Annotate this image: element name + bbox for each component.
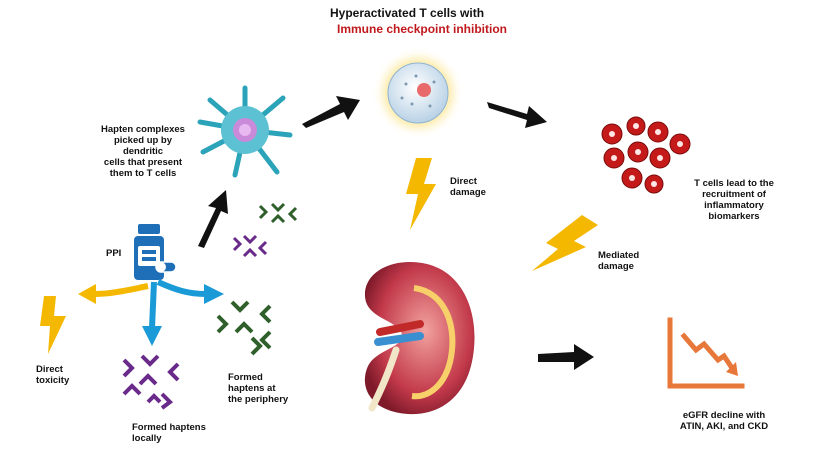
hapten-complexes-label: Hapten complexes picked up by dendritic … <box>101 124 185 179</box>
hapten-cluster-green-small <box>258 202 298 224</box>
kidney-illustration <box>364 262 475 415</box>
t-cells-recruitment-label: T cells lead to the recruitment of infla… <box>694 178 774 222</box>
lightning-direct-damage-icon <box>406 158 436 230</box>
title-line-2: Immune checkpoint inhibition <box>337 22 508 36</box>
inflammatory-cells-illustration <box>601 116 691 194</box>
formed-haptens-periphery-label: Formed haptens at the periphery <box>228 372 289 405</box>
hapten-cluster-purple-local <box>122 354 180 410</box>
direct-toxicity-label: Direct toxicity <box>36 364 70 386</box>
arrow-to-rbc <box>487 102 547 128</box>
dendritic-cell-illustration <box>197 85 293 178</box>
ppi-bottle-icon <box>134 224 177 280</box>
hapten-cluster-purple-small <box>232 234 268 258</box>
arrow-to-dendritic <box>198 190 228 248</box>
arrow-to-tcell <box>302 96 360 128</box>
direct-damage-label: Direct damage <box>450 176 486 198</box>
arrow-to-periphery-haptens <box>156 279 224 304</box>
arrow-to-direct-toxicity <box>78 283 149 304</box>
formed-haptens-locally-label: Formed haptens locally <box>132 422 206 444</box>
ppi-label: PPI <box>106 248 122 259</box>
hapten-cluster-green-periphery <box>216 300 272 356</box>
arrow-to-local-haptens <box>142 281 162 346</box>
title-line-1: Hyperactivated T cells with <box>330 6 485 20</box>
mediated-damage-label: Mediated damage <box>598 250 640 272</box>
arrow-to-egfr <box>538 344 594 370</box>
t-cell-illustration <box>372 47 464 139</box>
lightning-direct-toxicity-icon <box>40 296 66 354</box>
lightning-mediated-damage-icon <box>532 215 598 271</box>
egfr-decline-chart-icon <box>667 317 745 389</box>
egfr-decline-label: eGFR decline with ATIN, AKI, and CKD <box>679 410 769 432</box>
